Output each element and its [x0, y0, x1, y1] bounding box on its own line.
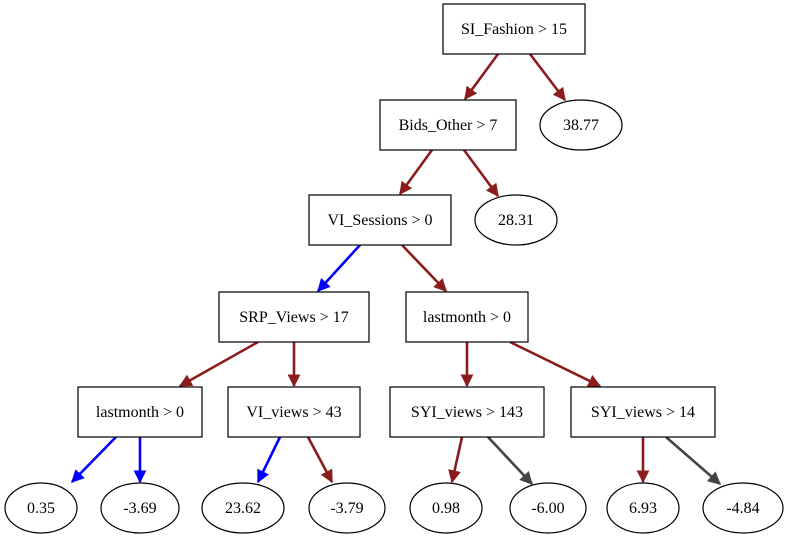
leaf-node-n5: 28.31	[474, 194, 558, 246]
leaf-node-n12: 0.35	[4, 482, 78, 534]
split-condition-label: Bids_Other > 7	[399, 117, 498, 134]
edge-n8-n12	[71, 436, 117, 483]
edge-n9-n15	[306, 436, 334, 484]
leaf-node-ellipse	[509, 482, 587, 534]
split-condition-label: lastmonth > 0	[423, 309, 511, 326]
leaf-node-ellipse	[4, 482, 78, 534]
leaf-value-label: 28.31	[498, 212, 534, 229]
leaf-value-label: -3.79	[330, 500, 363, 517]
leaf-node-n17: -6.00	[509, 482, 587, 534]
leaf-value-label: 23.62	[225, 500, 261, 517]
leaf-node-n16: 0.98	[409, 482, 483, 534]
leaf-node-ellipse	[606, 482, 680, 534]
split-node-box	[227, 386, 361, 438]
leaf-node-n18: 6.93	[606, 482, 680, 534]
leaf-node-ellipse	[201, 482, 285, 534]
edge-n10-n16	[448, 436, 464, 484]
edges-layer	[71, 53, 721, 485]
leaf-value-label: 38.77	[563, 117, 599, 134]
leaf-value-label: -4.84	[726, 500, 759, 517]
leaf-node-ellipse	[409, 482, 483, 534]
edge-n2-n5	[462, 149, 500, 198]
split-node-box	[379, 99, 517, 151]
split-node-n8: lastmonth > 0	[77, 386, 203, 438]
split-node-n2: Bids_Other > 7	[379, 99, 517, 151]
leaf-node-n19: -4.84	[702, 482, 784, 534]
split-node-box	[389, 386, 545, 438]
edge-n10-n17	[487, 436, 533, 485]
edge-n4-n6	[317, 244, 361, 292]
split-node-n4: VI_Sessions > 0	[308, 194, 452, 246]
leaf-node-ellipse	[474, 194, 558, 246]
split-node-n9: VI_views > 43	[227, 386, 361, 438]
leaf-node-ellipse	[308, 482, 386, 534]
split-node-box	[308, 194, 452, 246]
split-condition-label: VI_Sessions > 0	[327, 212, 432, 229]
leaf-value-label: 6.93	[629, 500, 657, 517]
split-node-n11: SYI_views > 14	[570, 386, 716, 438]
split-node-n6: SRP_Views > 17	[218, 291, 370, 343]
split-condition-label: SRP_Views > 17	[239, 309, 348, 326]
leaf-value-label: -3.69	[123, 500, 156, 517]
split-node-box	[442, 3, 586, 55]
edge-n7-n11	[509, 340, 602, 388]
split-condition-label: SYI_views > 14	[591, 404, 695, 421]
split-condition-label: lastmonth > 0	[96, 404, 184, 421]
leaf-value-label: 0.35	[27, 500, 55, 517]
leaf-node-ellipse	[702, 482, 784, 534]
split-node-box	[77, 386, 203, 438]
edge-n11-n19	[665, 436, 721, 485]
edge-n9-n14	[256, 436, 282, 484]
leaf-node-n14: 23.62	[201, 482, 285, 534]
split-node-box	[570, 386, 716, 438]
split-node-n10: SYI_views > 143	[389, 386, 545, 438]
split-node-n7: lastmonth > 0	[405, 291, 529, 343]
leaf-node-n13: -3.69	[100, 482, 180, 534]
edge-n2-n4	[398, 149, 434, 196]
edge-n6-n8	[178, 340, 259, 388]
edge-n1-n2	[463, 53, 500, 101]
split-condition-label: SI_Fashion > 15	[461, 21, 567, 38]
edge-n4-n7	[401, 244, 447, 292]
split-condition-label: SYI_views > 143	[411, 404, 523, 421]
split-node-n1: SI_Fashion > 15	[442, 3, 586, 55]
leaf-node-ellipse	[100, 482, 180, 534]
leaf-node-ellipse	[539, 99, 623, 151]
split-condition-label: VI_views > 43	[246, 404, 341, 421]
split-node-box	[405, 291, 529, 343]
leaf-node-n15: -3.79	[308, 482, 386, 534]
split-node-box	[218, 291, 370, 343]
nodes-layer: SI_Fashion > 15 Bids_Other > 7 38.77VI_Ses…	[4, 3, 784, 534]
leaf-value-label: -6.00	[531, 500, 564, 517]
edge-n1-n3	[528, 53, 567, 102]
leaf-value-label: 0.98	[432, 500, 460, 517]
leaf-node-n3: 38.77	[539, 99, 623, 151]
